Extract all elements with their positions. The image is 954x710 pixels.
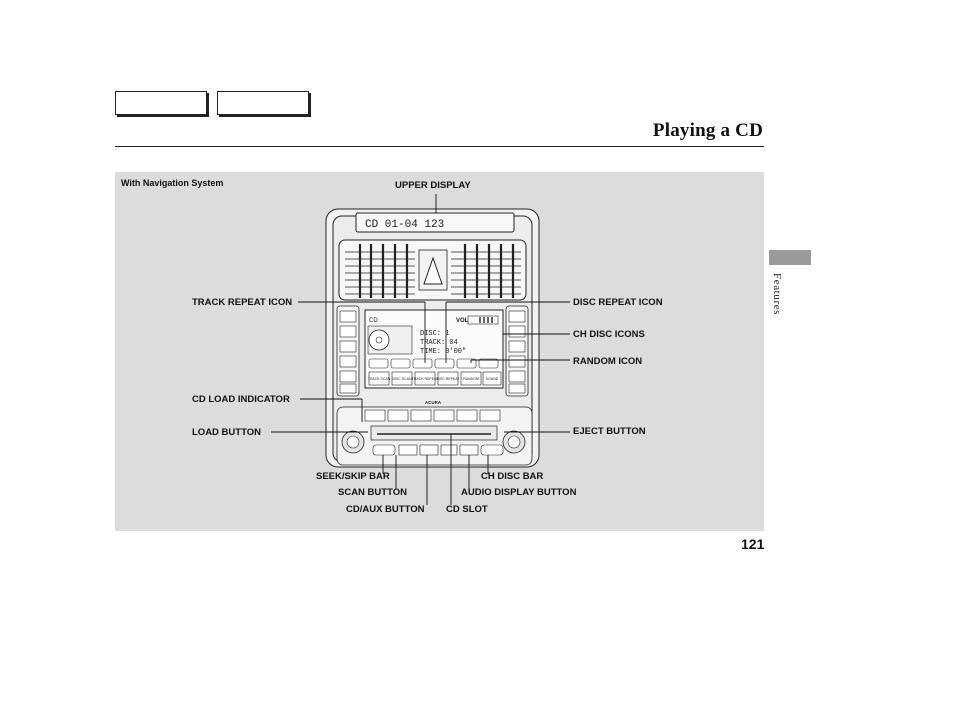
- page-title: Playing a CD: [652, 120, 763, 141]
- seek-skip-bar: [372, 444, 396, 456]
- volume-meter: [467, 315, 499, 325]
- soft-keys: [368, 371, 502, 386]
- screen-line-track: TRACK: 04: [420, 339, 458, 347]
- audio-display-button: [459, 444, 479, 456]
- soft-key-sound: SOUND: [486, 377, 499, 381]
- right-vent: [451, 251, 521, 295]
- soft-key-track-repeat: TRACK REPEAT: [412, 377, 439, 381]
- scan-button: [398, 444, 418, 456]
- soft-key-disc-repeat: DISC REPEAT: [436, 377, 460, 381]
- left-vent-fins: [358, 244, 409, 298]
- callout-track-repeat-icon: TRACK REPEAT ICON: [192, 297, 293, 308]
- screen-vol-label: VOL: [456, 318, 469, 324]
- soft-key-disc-scan: DISC SCAN: [392, 377, 412, 381]
- brand-label: ACURA: [425, 400, 442, 405]
- leader-lines: [271, 194, 570, 505]
- cd-aux-button: [419, 444, 439, 456]
- upper-display-text: CD 01-04 123: [365, 219, 444, 231]
- callout-load-button: LOAD BUTTON: [192, 427, 261, 438]
- screen-line-time: TIME: 0'00": [420, 348, 466, 356]
- left-vent: [345, 251, 415, 295]
- section-tab-label: Features: [771, 273, 783, 316]
- callout-seek-skip-bar: SEEK/SKIP BAR: [316, 471, 390, 482]
- header-rule: [115, 146, 764, 147]
- soft-key-track-scan: TRACK SCAN: [368, 377, 391, 381]
- callout-random-icon: RANDOM ICON: [573, 356, 643, 367]
- upper-display: [355, 212, 515, 233]
- hazard-icon: [423, 256, 443, 285]
- callout-upper-display: UPPER DISPLAY: [395, 180, 471, 191]
- figure-caption: With Navigation System: [121, 178, 224, 188]
- callout-ch-disc-icons: CH DISC ICONS: [573, 329, 645, 340]
- callout-scan-button: SCAN BUTTON: [338, 487, 407, 498]
- nav-button-1[interactable]: [115, 91, 207, 115]
- section-tab: [769, 250, 811, 265]
- page-number: 121: [741, 536, 765, 552]
- ch-disc-bar: [480, 444, 504, 456]
- callout-cd-aux-button: CD/AUX BUTTON: [346, 504, 425, 515]
- callout-cd-slot: CD SLOT: [446, 504, 488, 515]
- nav-button-2[interactable]: [217, 91, 309, 115]
- callout-ch-disc-bar: CH DISC BAR: [481, 471, 544, 482]
- screen-cd-label: CD: [369, 318, 378, 324]
- callout-cd-load-indicator: CD LOAD INDICATOR: [192, 394, 290, 405]
- callout-eject-button: EJECT BUTTON: [573, 426, 646, 437]
- figure-panel: CD 01-04 123: [115, 172, 764, 531]
- soft-key-random: RANDOM: [463, 377, 479, 381]
- audio-unit-illustration: CD 01-04 123: [271, 194, 570, 505]
- right-vent-fins: [463, 244, 515, 298]
- callout-disc-repeat-icon: DISC REPEAT ICON: [573, 297, 663, 308]
- screen-line-disc: DISC: 1: [420, 330, 449, 338]
- cd-slot-housing: [370, 425, 498, 441]
- callout-audio-display-button: AUDIO DISPLAY BUTTON: [461, 487, 577, 498]
